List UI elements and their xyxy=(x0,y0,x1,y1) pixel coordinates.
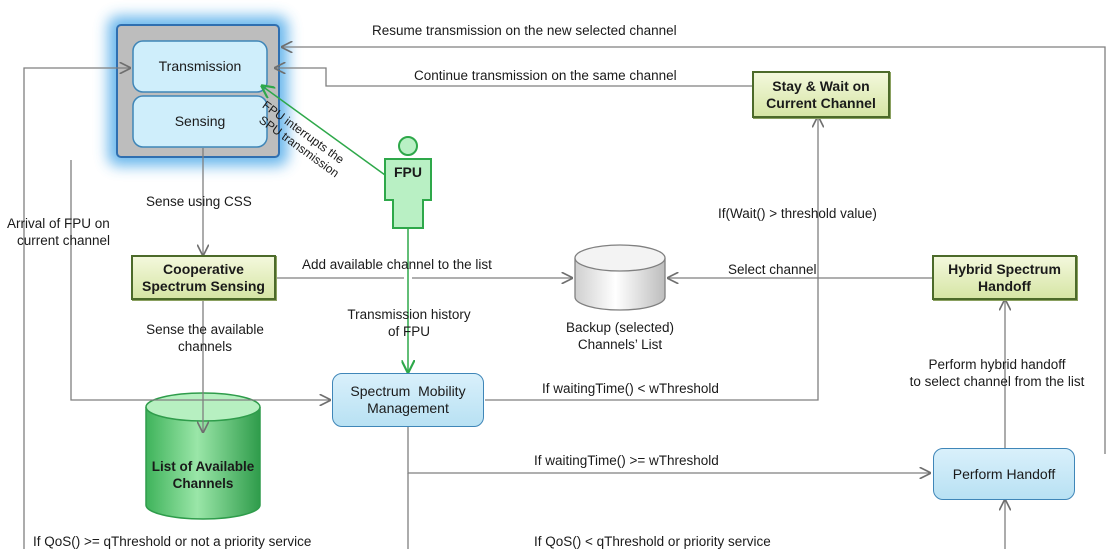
connectors xyxy=(23,47,1106,549)
sense-available-line-2: channels xyxy=(177,339,233,354)
transmission-label: Transmission xyxy=(158,58,242,74)
fpu-label: FPU xyxy=(394,163,422,180)
waiting-ge-label: If waitingTime() >= wThreshold xyxy=(534,453,719,468)
history-line-1: Transmission history xyxy=(347,307,471,322)
transmission-sensing-group xyxy=(108,16,288,166)
sensing-node: Sensing xyxy=(133,96,267,147)
sense-available-line-1: Sense the available xyxy=(146,322,264,337)
fpu-person-icon xyxy=(384,136,432,229)
fpu-node-label: FPU xyxy=(385,160,431,184)
transmission-history-label: Transmission history of FPU xyxy=(326,306,492,340)
fpu-connectors xyxy=(262,86,408,372)
continue-label: Continue transmission on the same channe… xyxy=(414,68,677,83)
cooperative-line-2: Spectrum Sensing xyxy=(142,277,265,294)
history-line-2: of FPU xyxy=(387,324,430,339)
qos-ge-label: If QoS() >= qThreshold or not a priority… xyxy=(33,534,312,549)
wait-threshold-label: If(Wait() > threshold value) xyxy=(718,206,877,221)
perform-hybrid-label: Perform hybrid handoff to select channel… xyxy=(884,356,1110,390)
sensing-label: Sensing xyxy=(174,113,226,129)
available-line-1: List of Available xyxy=(151,459,255,474)
sense-available-label: Sense the available channels xyxy=(125,321,285,355)
smm-line-2: Management xyxy=(367,400,449,416)
qos-lt-label: If QoS() < qThreshold or priority servic… xyxy=(534,534,771,549)
stay-wait-line-2: Current Channel xyxy=(766,94,876,111)
perform-hybrid-line-2: to select channel from the list xyxy=(909,374,1085,389)
select-channel-label: Select channel xyxy=(728,262,817,277)
arrival-fpu-label: Arrival of FPU on current channel xyxy=(7,215,110,249)
smm-line-1: Spectrum Mobility xyxy=(350,383,466,399)
arrival-line-2: current channel xyxy=(17,233,111,248)
resume-label: Resume transmission on the new selected … xyxy=(372,23,677,38)
add-available-label: Add available channel to the list xyxy=(302,257,492,272)
spectrum-mobility-node: Spectrum Mobility Management xyxy=(332,373,484,427)
backup-line-1: Backup (selected) xyxy=(565,320,675,335)
cooperative-line-1: Cooperative xyxy=(163,260,244,277)
backup-list-label: Backup (selected) Channels’ List xyxy=(540,319,700,353)
perform-hybrid-line-1: Perform hybrid handoff xyxy=(928,357,1066,372)
available-list-label: List of Available Channels xyxy=(146,455,260,495)
perform-handoff-node: Perform Handoff xyxy=(933,448,1075,500)
cooperative-sensing-node: Cooperative Spectrum Sensing xyxy=(131,255,276,300)
hybrid-line-1: Hybrid Spectrum xyxy=(948,260,1061,277)
backup-channels-db-icon xyxy=(574,244,666,311)
backup-line-2: Channels’ List xyxy=(577,337,663,352)
waiting-lt-label: If waitingTime() < wThreshold xyxy=(542,381,719,396)
hybrid-line-2: Handoff xyxy=(978,277,1031,294)
sense-css-label: Sense using CSS xyxy=(146,194,252,209)
arrival-line-1: Arrival of FPU on xyxy=(7,216,110,231)
available-line-2: Channels xyxy=(172,476,234,491)
hybrid-handoff-node: Hybrid Spectrum Handoff xyxy=(932,255,1077,300)
stay-wait-node: Stay & Wait on Current Channel xyxy=(752,71,890,118)
stay-wait-line-1: Stay & Wait on xyxy=(772,77,870,94)
transmission-node: Transmission xyxy=(133,41,267,92)
perform-handoff-label: Perform Handoff xyxy=(952,465,1056,482)
